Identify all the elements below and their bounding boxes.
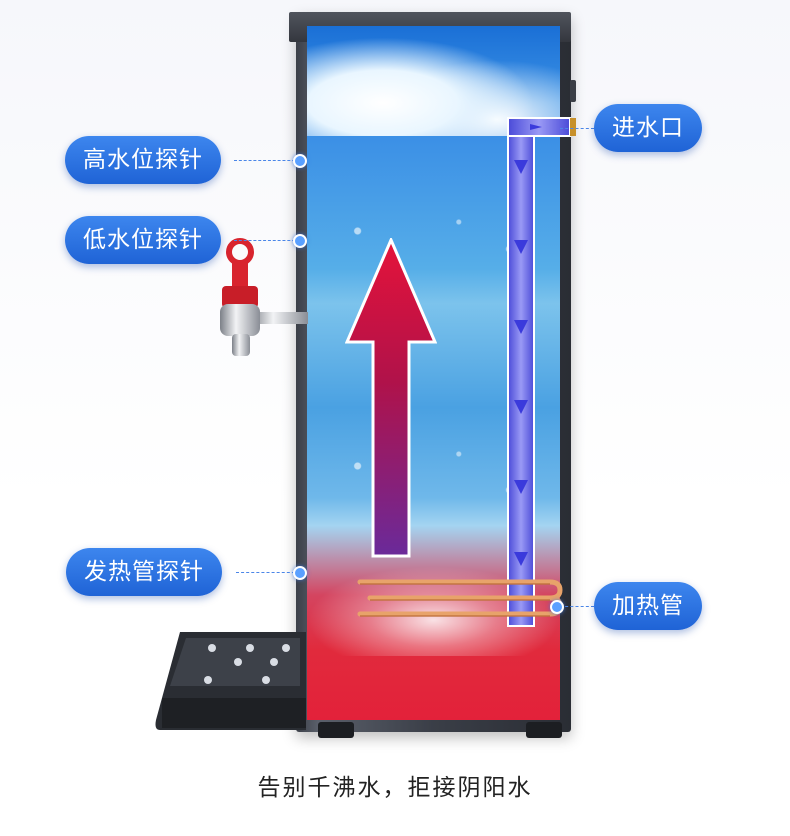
heater-point — [550, 600, 564, 614]
probe-point — [293, 154, 307, 168]
water-inlet-label: 进水口 — [594, 104, 702, 152]
heating-tube-label: 加热管 — [594, 582, 702, 630]
water-tap — [220, 238, 308, 356]
heater-probe-label: 发热管探针 — [66, 548, 222, 596]
drip-tray — [155, 632, 306, 730]
caption: 告别千沸水，拒接阴阳水 — [257, 775, 533, 801]
leader-line — [234, 240, 300, 241]
leader-line — [234, 160, 300, 161]
probe-point — [293, 234, 307, 248]
foot — [526, 722, 562, 738]
hot-water-rising-arrow — [345, 238, 437, 558]
leader-line — [560, 606, 594, 607]
heating-element — [357, 579, 563, 617]
leader-line — [560, 128, 594, 129]
foot — [318, 722, 354, 738]
probe-point — [293, 566, 307, 580]
leader-line — [236, 572, 300, 573]
low-water-probe-label: 低水位探针 — [65, 216, 221, 264]
high-water-probe-label: 高水位探针 — [65, 136, 221, 184]
inlet-pipe — [507, 117, 576, 627]
side-fitting — [570, 80, 576, 102]
